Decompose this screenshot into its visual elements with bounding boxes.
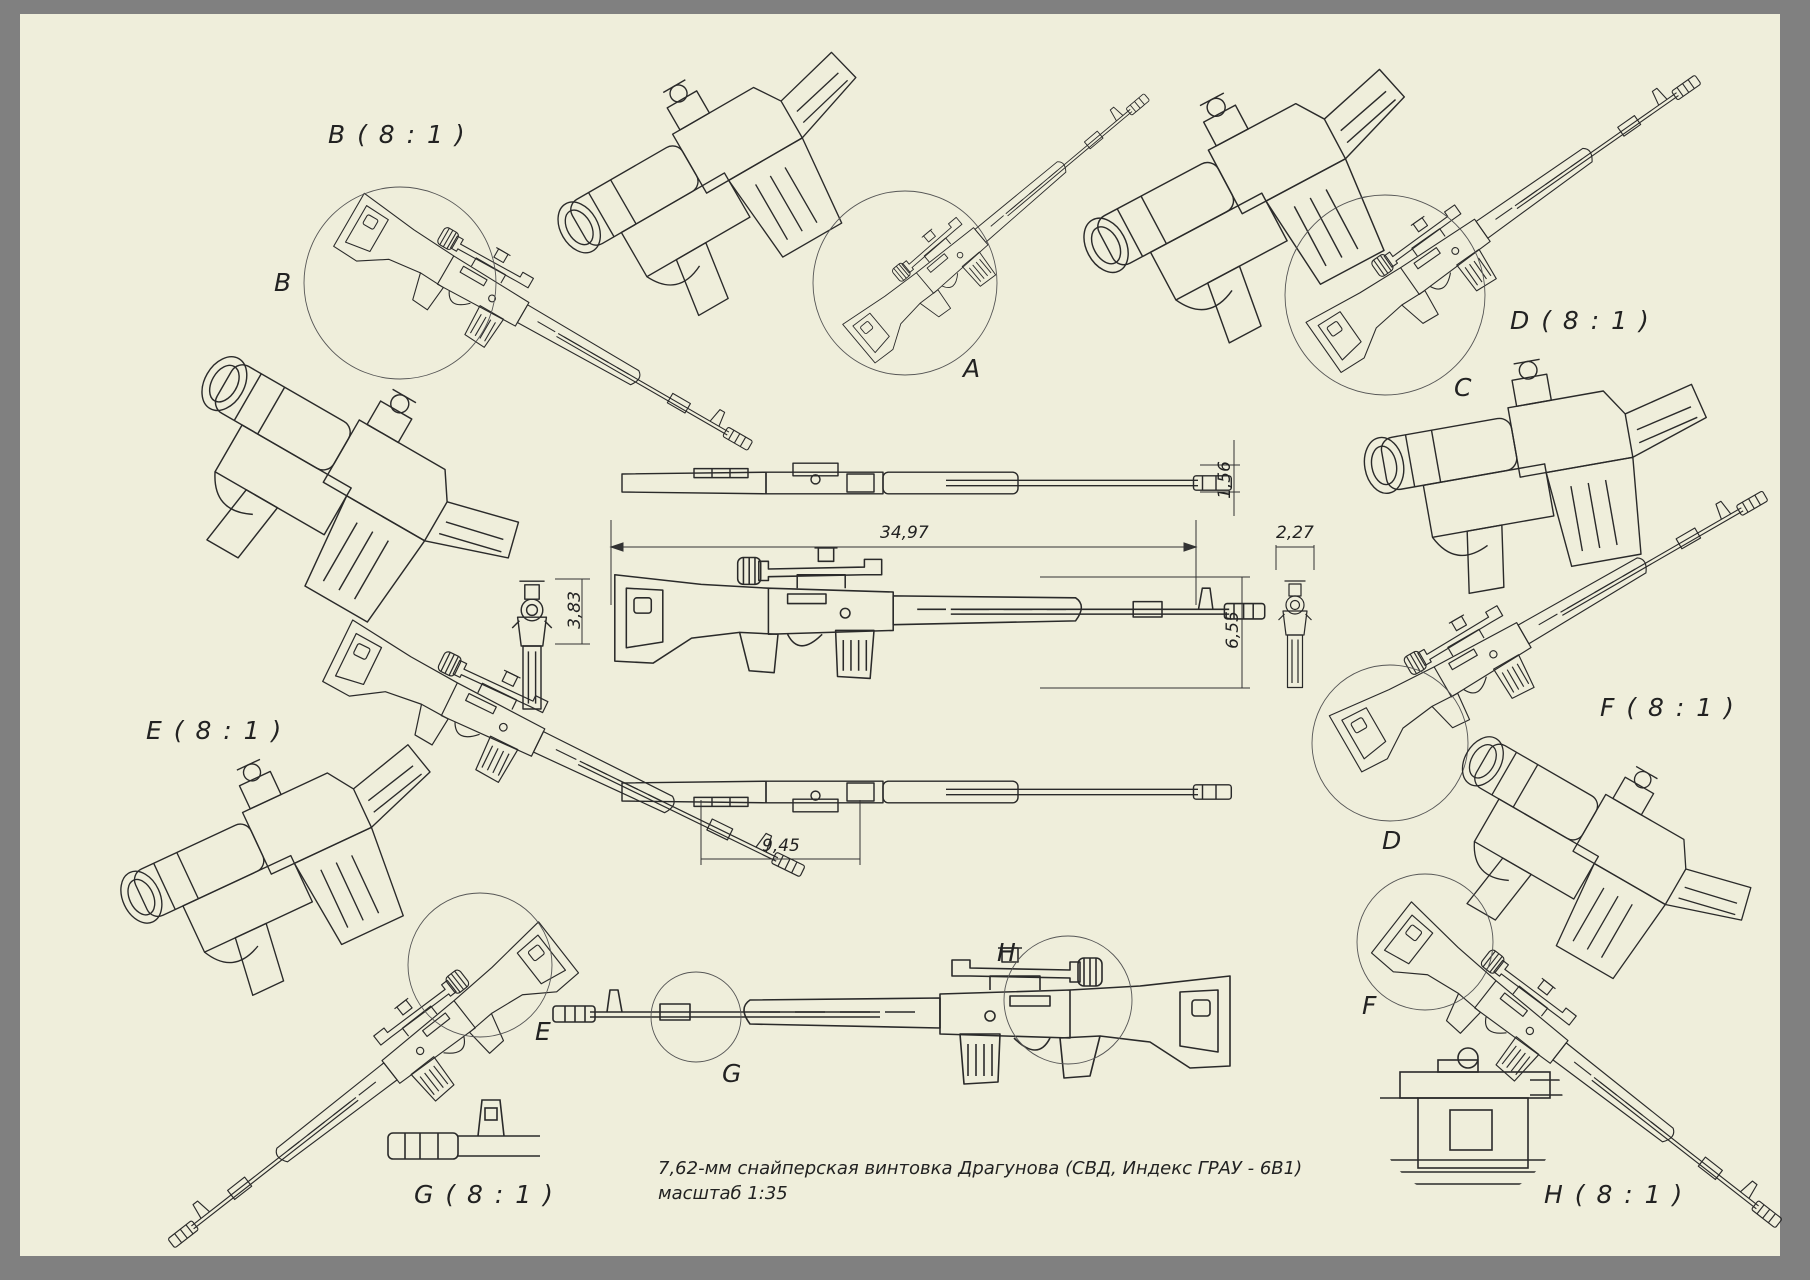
label-h-detail: H ( 8 : 1 ) — [1544, 1180, 1685, 1209]
dimension-height-total: 6,55 — [1222, 611, 1243, 649]
closeup-a — [524, 4, 921, 356]
perspective-view-b — [303, 176, 774, 488]
label-b-marker: B — [274, 268, 294, 297]
label-h-marker: H — [997, 938, 1018, 967]
label-b-detail: B ( 8 : 1 ) — [328, 120, 467, 149]
dimension-width-front: 2,27 — [1276, 523, 1314, 543]
perspective-view-d — [1284, 42, 1726, 396]
front-view — [1277, 580, 1313, 689]
label-c-marker: C — [1454, 373, 1474, 402]
label-e-detail: E ( 8 : 1 ) — [146, 716, 284, 745]
rear-view — [511, 580, 553, 710]
perspective-view-f — [1311, 454, 1791, 822]
perspective-view-a — [812, 68, 1173, 376]
label-g-marker: G — [722, 1059, 744, 1088]
closeup-e — [92, 695, 485, 1030]
perspective-view-e — [316, 600, 826, 920]
detail-h-drawing — [1373, 1047, 1563, 1185]
closeup-c-detail — [1350, 331, 1730, 609]
drawing-title: 7,62-мм снайперская винтовка Драгунова (… — [658, 1158, 1303, 1179]
detail-g-drawing — [387, 1099, 540, 1160]
perspective-view-e-lower — [141, 892, 588, 1280]
dimension-lines — [555, 440, 1315, 865]
side-view — [614, 547, 1266, 680]
label-g-detail: G ( 8 : 1 ) — [414, 1180, 555, 1209]
drawing-scale: масштаб 1:35 — [658, 1183, 788, 1204]
dimension-height-side: 3,83 — [564, 591, 585, 629]
top-view — [621, 462, 1233, 495]
drawing-sheet — [20, 14, 1780, 1256]
dimension-scope-length: 9,45 — [762, 836, 800, 856]
side-view-h — [552, 935, 1231, 1085]
closeup-c — [1050, 18, 1469, 383]
label-a-marker: A — [963, 354, 983, 383]
label-f-marker: F — [1362, 991, 1379, 1020]
closeup-f — [1401, 689, 1783, 1028]
label-f-detail: F ( 8 : 1 ) — [1600, 693, 1736, 722]
dimension-height-top: 1,56 — [1214, 461, 1235, 499]
perspective-view-f-lower — [1356, 873, 1809, 1264]
dimension-length: 34,97 — [880, 523, 929, 543]
label-e-marker: E — [535, 1017, 553, 1046]
label-d-marker: D — [1382, 826, 1404, 855]
label-d-detail: D ( 8 : 1 ) — [1510, 306, 1651, 335]
bottom-view — [621, 780, 1233, 813]
